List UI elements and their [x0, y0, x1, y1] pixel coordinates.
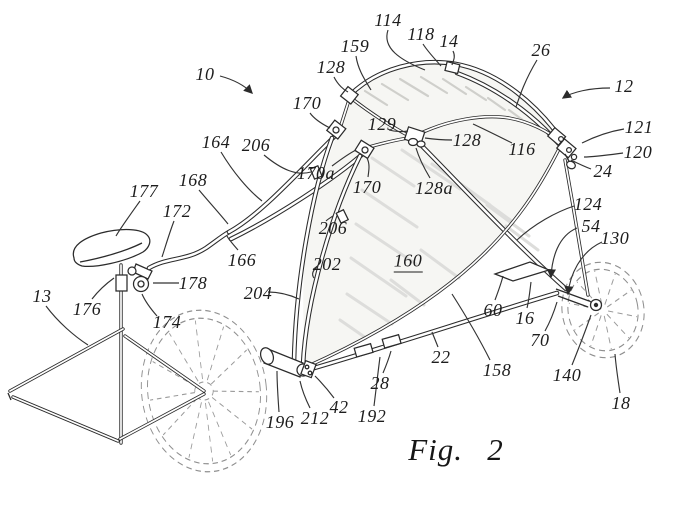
ref-label-196: 196 — [265, 412, 295, 432]
lower-frame — [304, 141, 590, 371]
ref-label-168: 168 — [178, 170, 208, 190]
ref-label-121: 121 — [624, 117, 654, 137]
ref-label-174: 174 — [152, 312, 182, 332]
bicycle-frame — [7, 263, 206, 445]
ref-label-116: 116 — [508, 139, 536, 159]
ref-label-202: 202 — [312, 254, 342, 274]
ref-label-24: 24 — [593, 161, 613, 181]
ref-label-70: 70 — [530, 330, 550, 350]
ref-label-128: 128 — [316, 57, 346, 77]
bicycle-seat — [72, 229, 151, 268]
axle-fork — [555, 288, 603, 312]
figure-caption: Fig. 2 — [408, 432, 504, 467]
ref-label-158: 158 — [482, 360, 512, 380]
ref-label-12: 12 — [614, 76, 634, 96]
caster-housing — [259, 347, 317, 379]
ref-label-170: 170 — [352, 177, 382, 197]
ref-label-120: 120 — [623, 142, 653, 162]
ref-label-42: 42 — [329, 397, 349, 417]
ref-label-172: 172 — [162, 201, 192, 221]
ref-label-124: 124 — [573, 194, 603, 214]
ref-label-129: 129 — [367, 114, 397, 134]
ref-label-14: 14 — [439, 31, 459, 51]
ref-label-166: 166 — [227, 250, 257, 270]
ref-label-206: 206 — [241, 135, 271, 155]
ref-label-160: 160 — [393, 250, 423, 273]
ref-label-18: 18 — [611, 393, 631, 413]
body-fabric — [303, 100, 559, 366]
ref-label-128a: 128a — [415, 178, 453, 198]
seat-post-hitch-clamp — [115, 263, 153, 293]
ref-label-204: 204 — [243, 283, 273, 303]
ref-label-170a: 170a — [297, 163, 335, 183]
ref-label-13: 13 — [32, 286, 52, 306]
ref-label-128: 128 — [452, 130, 482, 150]
ref-label-192: 192 — [357, 406, 387, 426]
ref-label-60: 60 — [483, 300, 503, 320]
front-struts — [294, 138, 360, 365]
ref-label-170: 170 — [292, 93, 322, 113]
ref-label-159: 159 — [340, 36, 370, 56]
bicycle-rear-wheel — [140, 309, 268, 473]
ref-label-26: 26 — [531, 40, 551, 60]
ref-label-54: 54 — [581, 216, 601, 236]
ref-label-177: 177 — [129, 181, 159, 201]
ref-label-22: 22 — [431, 347, 451, 367]
ref-label-118: 118 — [407, 24, 435, 44]
ref-label-16: 16 — [515, 308, 535, 328]
frame-fittings — [325, 60, 578, 282]
ref-label-130: 130 — [600, 228, 630, 248]
ref-label-164: 164 — [201, 132, 231, 152]
ref-label-206: 206 — [318, 218, 348, 238]
ref-label-176: 176 — [72, 299, 102, 319]
ref-label-10: 10 — [195, 64, 215, 84]
ref-label-114: 114 — [374, 10, 402, 30]
ref-label-28: 28 — [370, 373, 390, 393]
leader-lines — [45, 29, 625, 413]
ref-label-212: 212 — [300, 408, 330, 428]
ref-label-178: 178 — [178, 273, 208, 293]
ref-label-140: 140 — [552, 365, 582, 385]
